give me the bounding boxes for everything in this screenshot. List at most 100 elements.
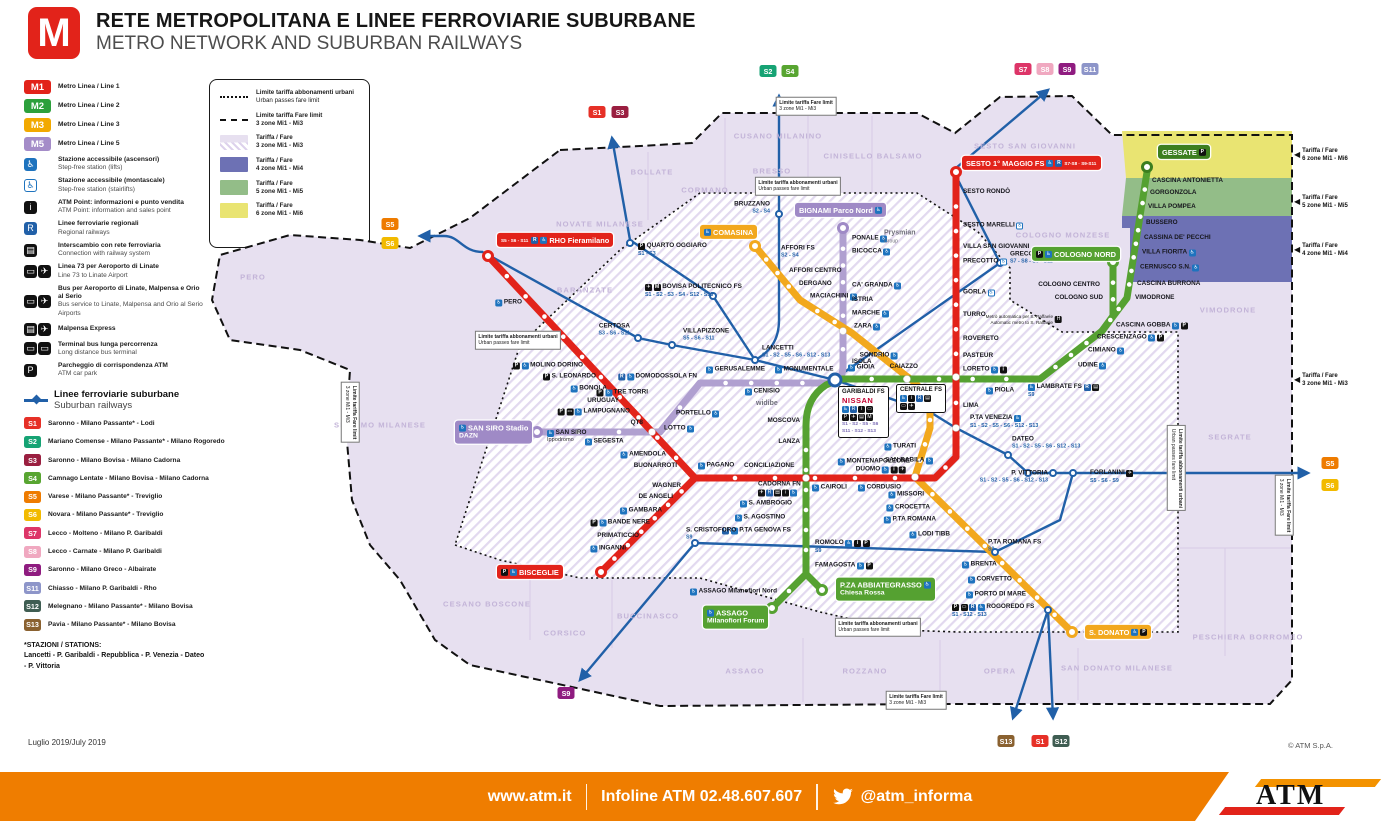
station-slines: S9 xyxy=(815,547,822,554)
fare-limit-l2: Urban passes fare limit xyxy=(478,340,530,346)
R-icon: R xyxy=(969,604,977,612)
terminus-row: P♿BISCEGLIE xyxy=(501,567,559,576)
station-dot xyxy=(575,429,581,435)
i-icon: i xyxy=(890,466,898,474)
P-icon: P xyxy=(952,604,959,612)
station-san-babila: SAN BABILA♿ xyxy=(885,457,933,465)
fare-limit-l1: Limite tariffa abbonamenti urbani xyxy=(758,179,838,186)
brand-widibe: widibe xyxy=(756,400,778,408)
wc-icon: ♿ xyxy=(620,451,628,459)
station-maciachini: MACIACHINI♿ xyxy=(810,293,857,301)
R-icon: R xyxy=(531,236,539,244)
plane-icon: ✈ xyxy=(38,294,51,308)
terminus-circle-bisceglie xyxy=(595,566,607,578)
station-label: PRECOTTO xyxy=(963,257,999,265)
station-label: CASSINA DE' PECCHI xyxy=(1144,233,1211,241)
station-row: BRUZZANO xyxy=(734,200,770,207)
fare-limit-l2: 3 zone Mi1 - Mi3 xyxy=(779,106,817,112)
legend-item-label: Malpensa Express xyxy=(58,325,116,333)
station-row: SONDRIO♿ xyxy=(860,352,898,360)
station-label: UDINE xyxy=(1078,361,1098,369)
station-slines: S5 - S6 - S9 xyxy=(1090,477,1119,484)
bus-icon: ▭ xyxy=(866,406,873,414)
area-label-cesano-boscone: CESANO BOSCONE xyxy=(443,599,531,609)
wc-icon: ♿ xyxy=(888,491,896,499)
station-dot xyxy=(876,351,881,357)
station-slines: S7 - S8 - S9 - S11 xyxy=(1010,258,1053,265)
station-label: S. AGOSTINO xyxy=(743,513,786,521)
left-arrow-icon: ◀ xyxy=(1294,197,1301,206)
station-label: MONTENAPOLEONE xyxy=(846,457,910,465)
wc-icon: ♿ xyxy=(704,228,711,236)
fare-limit-l1: Limite tariffa Fare limit xyxy=(889,693,943,700)
legend-item-it: ATM Point: informazioni e punto vendita xyxy=(58,198,184,206)
wc-icon: ♿ xyxy=(459,424,466,432)
hub-title: CENTRALE FS xyxy=(900,387,942,393)
station-label: SESTO RONDÒ xyxy=(963,187,1011,195)
station-udine: UDINE♿ xyxy=(1078,361,1107,370)
M-icon: M xyxy=(653,284,661,292)
area-label-buccinasco: BUCCINASCO xyxy=(616,611,680,621)
station-dot xyxy=(947,509,953,514)
suburban-railways-title: Linee ferroviarie suburbane Suburban rai… xyxy=(54,388,180,412)
station-label: LIMA xyxy=(963,401,979,409)
sline-badge-S6: S6 xyxy=(24,508,41,521)
wc-icon: ♿ xyxy=(991,366,999,374)
area-label-pero: PERO xyxy=(240,272,266,282)
station-label: MOSCOVA xyxy=(767,416,800,424)
P-icon: P xyxy=(862,540,870,548)
station-dot xyxy=(1135,227,1141,233)
terminus-row: P.ZA ABBIATEGRASSO♿ xyxy=(840,580,931,589)
station-gerusalemme: ♿GERUSALEMME xyxy=(706,366,765,374)
interchange-ring xyxy=(634,334,642,342)
station-row: ♿SEGESTA xyxy=(585,438,624,446)
legend-icon-group: ▭▭ xyxy=(24,342,51,356)
wc-icon: ♿ xyxy=(775,366,782,374)
interchange-ring xyxy=(691,539,699,547)
station-dot xyxy=(953,326,959,332)
area-label-settimo-milanese: SETTIMO MILANESE xyxy=(333,420,427,430)
wc-icon: ♿ xyxy=(842,406,849,414)
station-label: ROVERETO xyxy=(963,334,999,342)
station-ca-granda: CA' GRANDA♿ xyxy=(852,282,902,290)
station-villa-fiorita: VILLA FIORITA♿ xyxy=(1142,248,1196,257)
map-badge-s9: S9 xyxy=(1058,63,1076,75)
station-dot xyxy=(800,380,805,386)
fare-label-l2: 3 zone Mi1 - Mi3 xyxy=(256,142,304,150)
station-label: VILLA FIORITA xyxy=(1142,248,1188,256)
website-link[interactable]: www.atm.it xyxy=(487,787,572,805)
hub-brand-nissan: NISSAN xyxy=(842,396,874,406)
station-dot xyxy=(652,515,658,521)
station-row: VILLA SAN GIOVANNI xyxy=(963,243,1029,250)
map-badge-s11: S11 xyxy=(1081,63,1099,75)
twitter-handle[interactable]: @atm_informa xyxy=(860,787,973,805)
fare-limit-l2: Urban passes fare limit xyxy=(1170,428,1176,480)
terminus-p-za-abbiategrasso: P.ZA ABBIATEGRASSO♿Chiesa Rossa xyxy=(836,577,935,601)
wc-icon: ♿ xyxy=(837,458,845,466)
station-dot xyxy=(982,543,988,549)
station-label: CORVETTO xyxy=(976,575,1012,583)
station-label: CAIAZZO xyxy=(889,362,918,370)
area-label-vimodrone: VIMODRONE xyxy=(1199,305,1257,315)
atm-logo-red-stripe xyxy=(1218,807,1346,815)
station-dots xyxy=(504,187,1148,618)
wc-icon: ♿ xyxy=(1099,362,1107,370)
station-row: LANCETTI xyxy=(762,344,830,351)
station-label: CROCETTA xyxy=(894,503,930,511)
map-badge-s8: S8 xyxy=(1036,63,1054,75)
station-dot xyxy=(616,429,622,435)
wc-icon: ♿ xyxy=(968,576,975,584)
station-row: R♿P.TA GENOVA FS xyxy=(722,527,791,535)
terminus-circle-comasina xyxy=(749,240,761,252)
station-label: GAMBARA xyxy=(628,506,662,514)
station-cologno-sud: COLOGNO SUD xyxy=(1055,294,1103,301)
station-label: AMENDOLA xyxy=(629,450,666,458)
